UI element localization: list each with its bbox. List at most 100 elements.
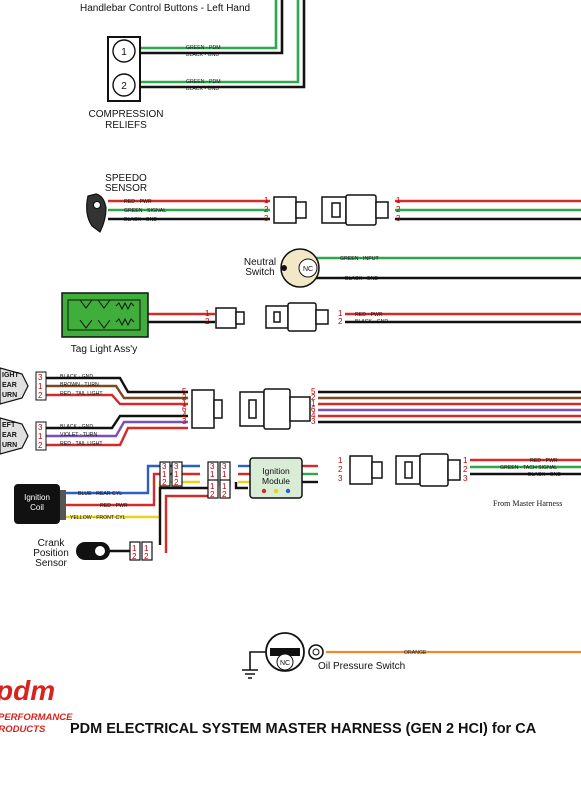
rt-pin-6-left: 6 bbox=[182, 405, 187, 414]
wire-label-rr-red: RED - TAIL LIGHT bbox=[60, 391, 103, 397]
neutral-switch-nc: NC bbox=[303, 266, 313, 273]
ign-pin-1f: 1 bbox=[222, 482, 227, 491]
wire-label-ign-red: RED - PWR bbox=[530, 458, 558, 464]
wire-label-ign-black: BLACK - GND bbox=[528, 472, 561, 478]
ign-pin-3d: 3 bbox=[222, 462, 227, 471]
from-master-harness: From Master Harness bbox=[493, 499, 562, 508]
ignition-harness-connector bbox=[349, 453, 461, 487]
crank-pin-2b: 2 bbox=[144, 552, 149, 561]
wire-label-blue-rear: BLUE - REAR CYL bbox=[78, 491, 122, 497]
lr-pin-3: 3 bbox=[38, 423, 43, 432]
neutral-wires bbox=[316, 256, 581, 280]
ign-pin-1c: 1 bbox=[210, 470, 215, 479]
wire-label-speedo-red: RED - PWR bbox=[124, 199, 152, 205]
neutral-label-line1: Neutral bbox=[244, 257, 276, 268]
oil-switch-center bbox=[276, 653, 294, 671]
diagram-title: PDM ELECTRICAL SYSTEM MASTER HARNESS (GE… bbox=[70, 721, 537, 737]
pdm-logo: pdm bbox=[0, 675, 55, 706]
handlebar-title: Handlebar Control Buttons - Left Hand bbox=[80, 3, 250, 14]
crank-l2: Position bbox=[33, 548, 69, 559]
wire-label-speedo-black: BLACK - GND bbox=[124, 217, 157, 223]
ign-pin-1e: 1 bbox=[210, 482, 215, 491]
pdm-logo-sub1: PERFORMANCE bbox=[0, 712, 73, 723]
wire-label-black-gnd-2: BLACK - GND bbox=[186, 86, 219, 92]
ignition-coil-l2: Coil bbox=[30, 503, 44, 512]
ign-pin-2a: 2 bbox=[162, 478, 167, 487]
rear-turn-pins-left: 5 2 1 6 4 3 bbox=[182, 387, 187, 426]
speedo-connector bbox=[273, 194, 389, 226]
right-rear-l2: EAR bbox=[2, 382, 17, 389]
right-rear-l1: IGHT bbox=[2, 372, 19, 379]
compression-reliefs-section: Handlebar Control Buttons - Left Hand 1 … bbox=[80, 0, 306, 131]
ign-pin-3c: 3 bbox=[210, 462, 215, 471]
ignition-coil-l1: Ignition bbox=[24, 493, 50, 502]
tag-light-wires bbox=[148, 312, 581, 324]
ignition-module-body bbox=[249, 457, 303, 499]
crank-pin-1a: 1 bbox=[132, 544, 137, 553]
ign-pin-1a: 1 bbox=[162, 470, 167, 479]
tag-pin-1-right: 1 bbox=[338, 309, 343, 318]
wire-label-lr-red: RED - TAIL LIGHT bbox=[60, 441, 103, 447]
tag-light-connector bbox=[215, 302, 329, 332]
rear-turn-section: IGHT EAR URN EFT EAR URN 3 1 2 3 1 2 BLA… bbox=[0, 367, 581, 455]
right-rear-turn-lamp bbox=[0, 367, 29, 405]
ign-pin-3a: 3 bbox=[162, 462, 167, 471]
mod-pin-1-right: 1 bbox=[463, 456, 468, 465]
oil-pressure-section: ORANGE NC Oil Pressure Switch bbox=[242, 632, 581, 679]
crank-l3: Sensor bbox=[35, 558, 67, 569]
oil-switch-bar bbox=[270, 648, 300, 656]
ign-pin-2e: 2 bbox=[210, 490, 215, 499]
wire-label-orange: ORANGE bbox=[404, 650, 427, 656]
rt-pin-2-right: 2 bbox=[311, 393, 316, 402]
speedo-sensor-section: SPEEDO SENSOR RED - PWR GREEN - SIGNAL B… bbox=[86, 173, 581, 233]
speedo-pin-1-right: 1 bbox=[396, 196, 401, 205]
neutral-switch-center bbox=[298, 258, 318, 278]
speedo-pin-3-left: 3 bbox=[264, 214, 269, 223]
rt-pin-4-left: 4 bbox=[182, 411, 187, 420]
lr-pin-2: 2 bbox=[38, 441, 43, 450]
neutral-switch-section: Neutral Switch NC GREEN - INPUT BLACK - … bbox=[244, 248, 581, 288]
left-rear-l1: EFT bbox=[2, 422, 16, 429]
rr-pin-1: 1 bbox=[38, 382, 43, 391]
compression-button-2 bbox=[112, 73, 136, 97]
wire-label-green-pdm-1: GREEN - PDM bbox=[186, 45, 221, 51]
neutral-switch-terminal bbox=[281, 265, 287, 271]
rt-pin-6-right: 6 bbox=[311, 405, 316, 414]
rt-pin-4-right: 4 bbox=[311, 411, 316, 420]
neutral-label-line2: Switch bbox=[245, 267, 274, 278]
wire-label-lr-black: BLACK - GND bbox=[60, 424, 93, 430]
compression-label-line2: RELIEFS bbox=[105, 120, 147, 131]
mod-pin-1-left: 1 bbox=[338, 456, 343, 465]
crank-sensor-hole bbox=[95, 546, 105, 556]
left-rear-l2: EAR bbox=[2, 432, 17, 439]
wire-label-ign-tach: GREEN - TACH SIGNAL bbox=[500, 465, 557, 471]
speedo-pin-2-right: 2 bbox=[396, 205, 401, 214]
crank-pin-2a: 2 bbox=[132, 552, 137, 561]
rt-pin-1-left: 1 bbox=[182, 399, 187, 408]
speedo-wires bbox=[108, 199, 581, 221]
crank-pin-1b: 1 bbox=[144, 544, 149, 553]
rear-turn-connector bbox=[191, 388, 311, 430]
speedo-label-line2: SENSOR bbox=[105, 183, 147, 194]
speedo-sensor-body bbox=[86, 193, 107, 233]
left-rear-plug bbox=[35, 421, 47, 451]
mod-pin-3-right: 3 bbox=[463, 474, 468, 483]
ignition-module-led-red bbox=[261, 488, 267, 494]
tag-pin-1-left: 1 bbox=[205, 309, 210, 318]
wire-label-yellow-front: YELLOW - FRONT CYL bbox=[70, 515, 126, 521]
rt-pin-3-left: 3 bbox=[182, 417, 187, 426]
wire-label-tag-red: RED - PWR bbox=[355, 312, 383, 318]
wire-label-neutral-black: BLACK - GND bbox=[345, 276, 378, 282]
mod-pin-3-left: 3 bbox=[338, 474, 343, 483]
ground-symbol bbox=[242, 651, 266, 679]
compression-wires bbox=[140, 0, 306, 89]
mod-pin-2-right: 2 bbox=[463, 465, 468, 474]
ignition-module-l1: Ignition bbox=[262, 466, 290, 476]
rr-pin-2: 2 bbox=[38, 391, 43, 400]
tag-light-label: Tag Light Ass'y bbox=[71, 344, 137, 355]
ign-pin-2f: 2 bbox=[222, 490, 227, 499]
oil-switch-nc: NC bbox=[280, 660, 290, 667]
left-rear-l3: URN bbox=[2, 442, 17, 449]
ignition-coil-body bbox=[14, 484, 60, 524]
wire-label-rr-black: BLACK - GND bbox=[60, 374, 93, 380]
